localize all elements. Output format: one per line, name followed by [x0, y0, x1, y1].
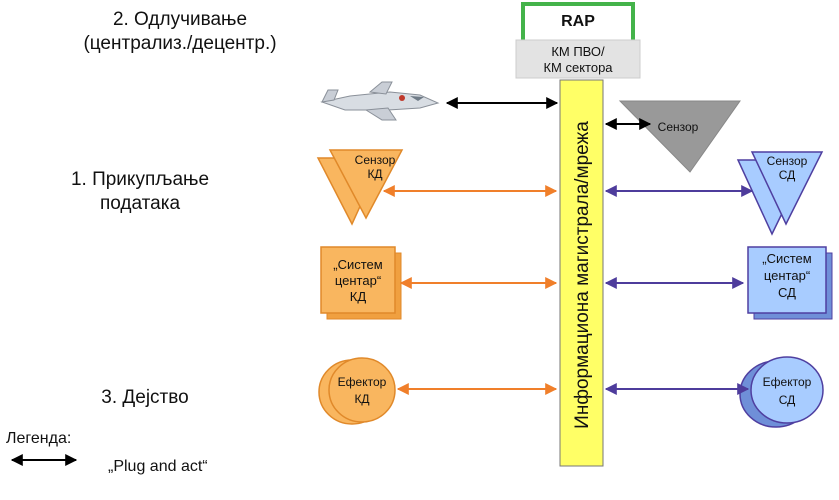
- decision-label-line1: 2. Одлучивање: [112, 9, 248, 30]
- backbone-bar: [559, 79, 604, 467]
- collection-label: 1. Прикупљање података: [10, 168, 270, 216]
- collection-label-line2: података: [99, 193, 181, 214]
- command-post-line1: КМ ПВО/: [551, 44, 605, 59]
- aircraft-icon: [320, 81, 440, 121]
- action-label: 3. Дејство: [101, 387, 189, 408]
- right-center-line1: „Систем: [762, 251, 812, 266]
- left-sensor-line1: Сензор: [355, 153, 396, 167]
- legend-title: Легенда:: [6, 430, 72, 447]
- left-center-line1: „Систем: [333, 257, 383, 272]
- left-center-line3: КД: [350, 289, 367, 304]
- backbone-label: Информациона магистрала/мрежа: [572, 121, 593, 429]
- right-sensor-label: Сензор: [658, 120, 699, 134]
- collection-label-line1: 1. Прикупљање: [70, 169, 210, 190]
- left-center-box: [320, 246, 396, 314]
- command-post-line2: КМ сектора: [543, 60, 613, 75]
- right-sd-sensor-node: [736, 151, 824, 236]
- left-sensor-line2: КД: [367, 167, 382, 181]
- right-sd-sensor-line2: СД: [779, 168, 796, 182]
- decision-label: 2. Одлучивање (централиз./децентр.): [40, 8, 320, 56]
- right-effector-circle: [750, 356, 824, 424]
- left-effector-line2: КД: [354, 392, 369, 406]
- left-effector-line1: Ефектор: [338, 375, 387, 389]
- decision-label-line2: (централиз./децентр.): [83, 33, 277, 54]
- legend-label: „Plug and act“: [108, 458, 208, 475]
- rap-box: [521, 2, 635, 44]
- command-post-box: [515, 39, 641, 79]
- left-sensor-node: [316, 149, 404, 226]
- right-sd-sensor-line1: Сензор: [767, 154, 808, 168]
- left-effector-circle: [328, 357, 396, 423]
- right-effector-line1: Ефектор: [763, 375, 812, 389]
- right-effector-line2: СД: [779, 393, 796, 407]
- left-center-line2: центар“: [335, 273, 381, 288]
- right-center-line3: СД: [778, 285, 796, 300]
- right-center-line2: центар“: [764, 268, 810, 283]
- right-sensor-icon: [618, 100, 741, 173]
- rap-label: RAP: [561, 13, 595, 30]
- right-center-box: [747, 246, 827, 314]
